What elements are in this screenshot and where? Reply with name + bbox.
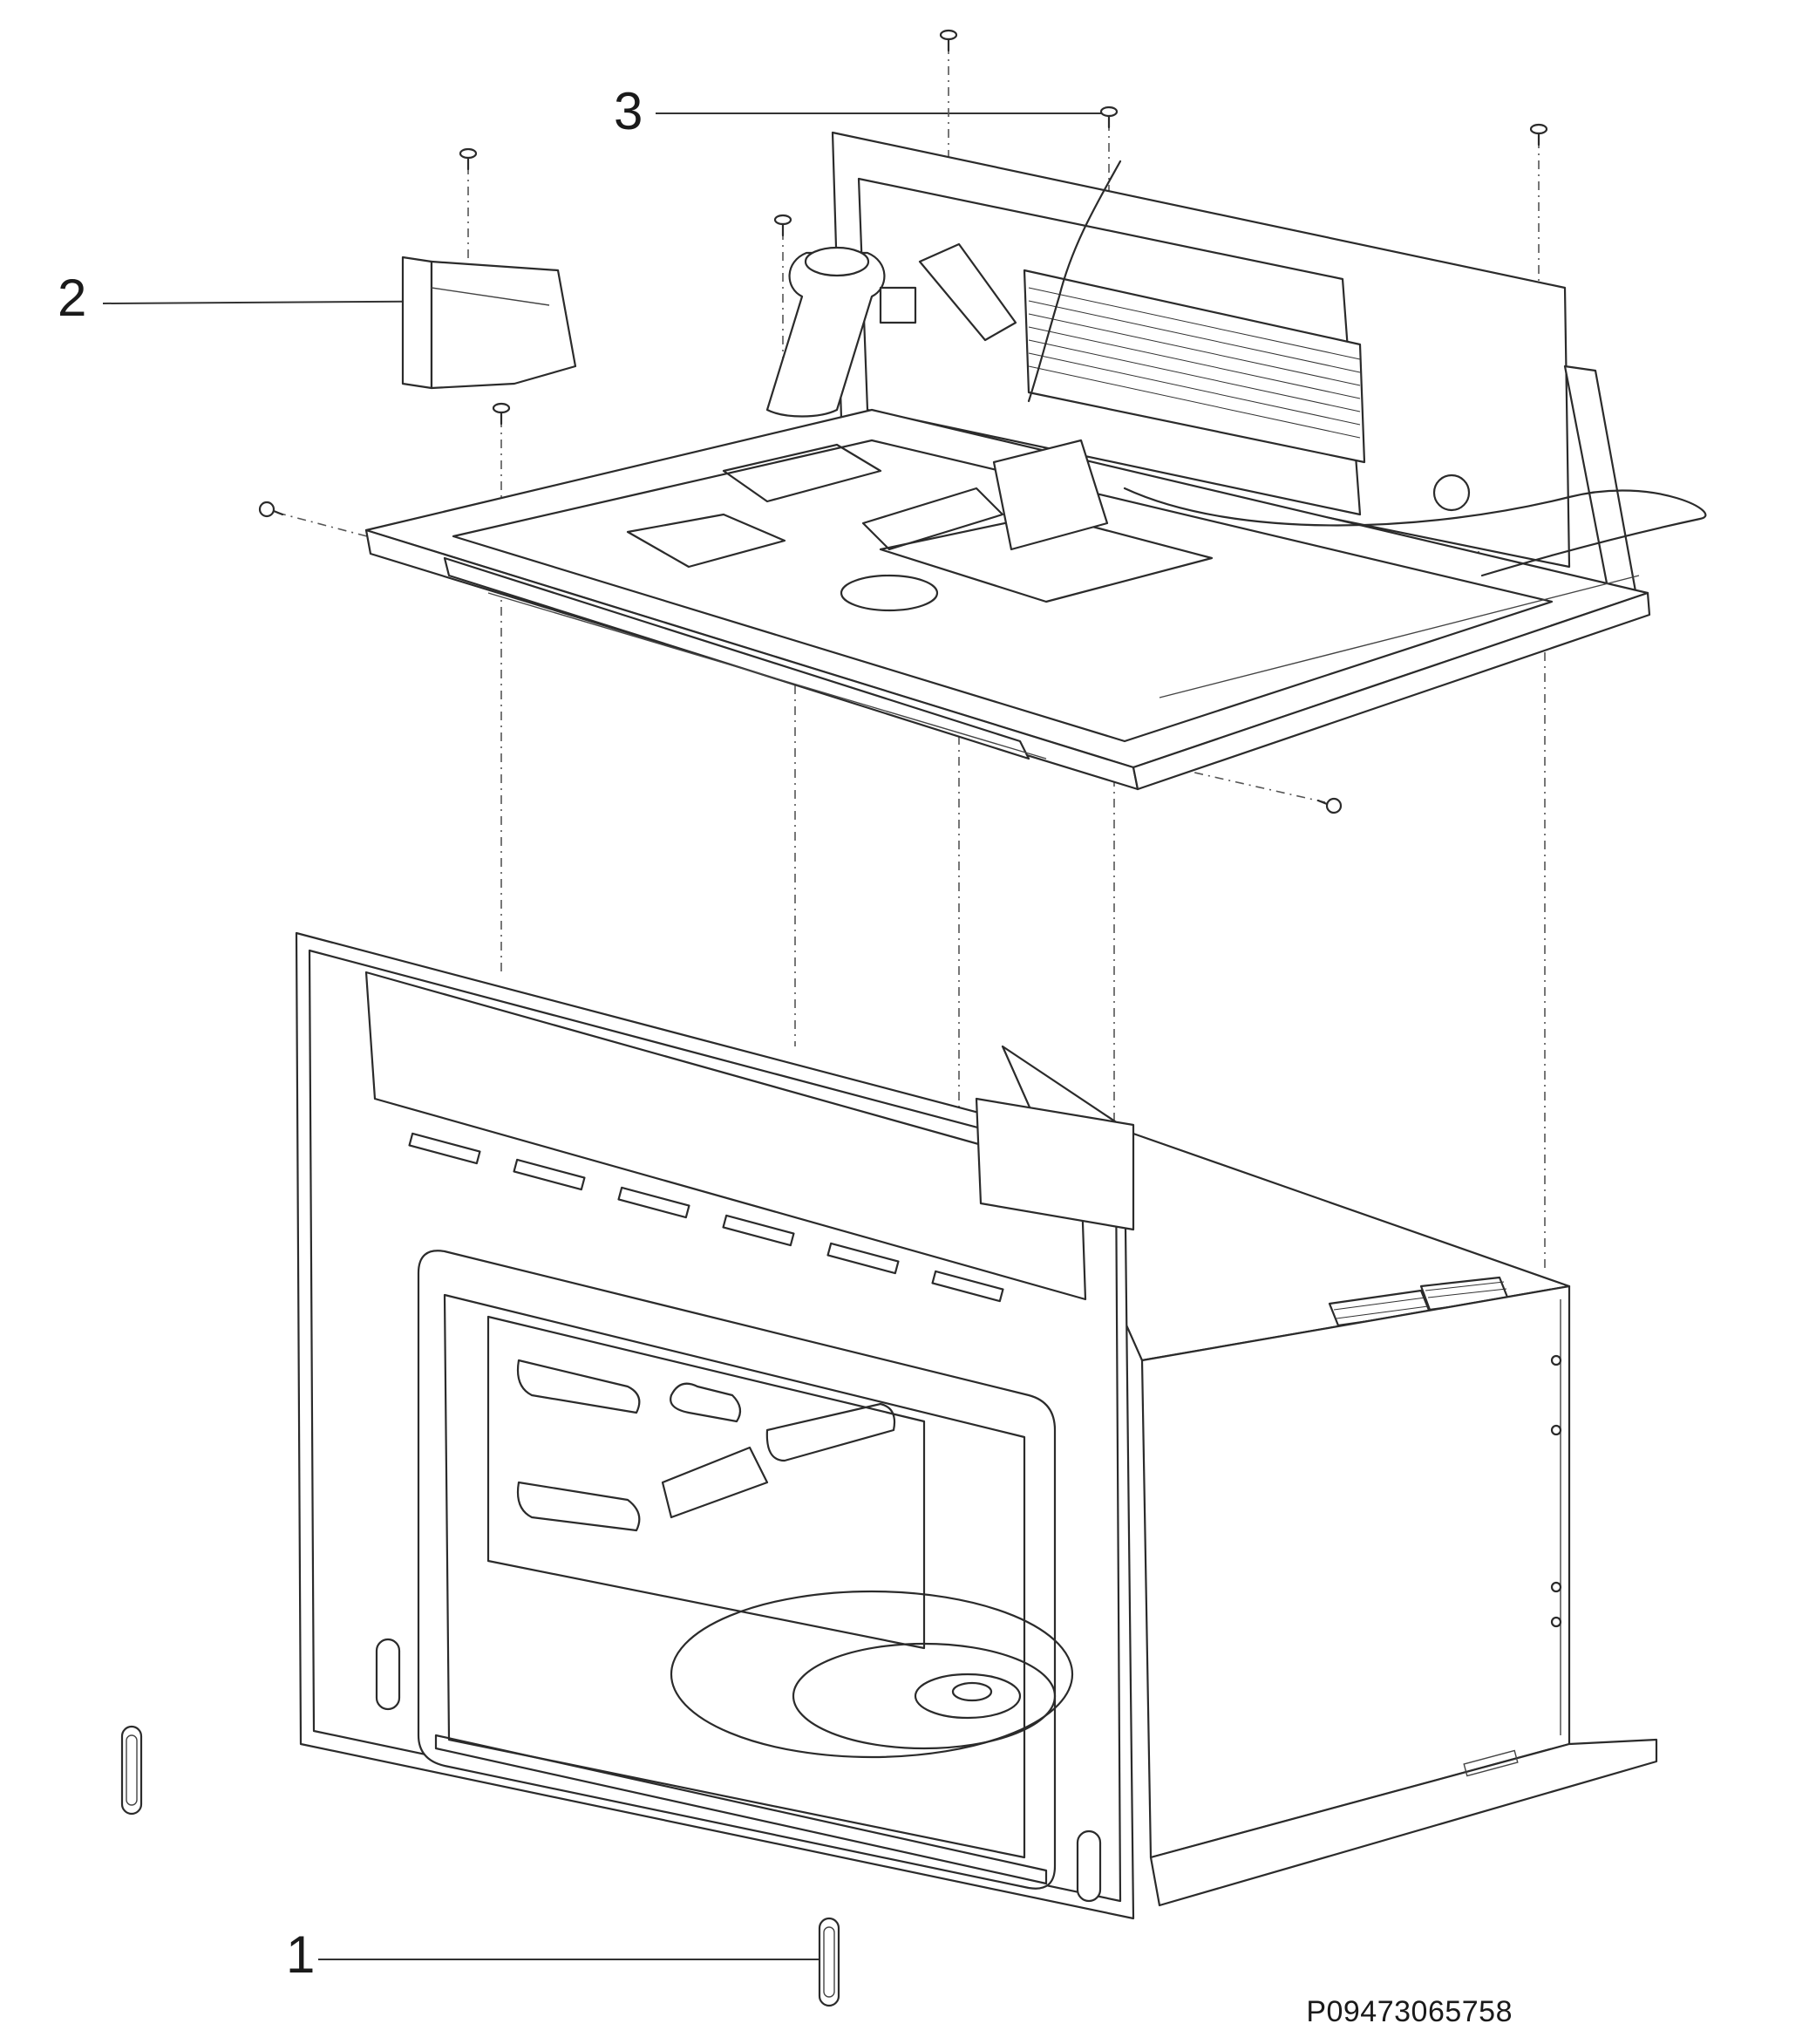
hinge-slot-left [375, 1638, 401, 1711]
oven-body [295, 931, 1658, 1920]
magnetron-component [765, 242, 1017, 418]
callout-3: 3 [614, 82, 643, 140]
callout-2: 2 [58, 269, 87, 327]
callout-1: 1 [286, 1925, 316, 1984]
hinge-slot-right [1076, 1829, 1102, 1903]
side-bracket-part-2 [401, 256, 577, 390]
cavity-embossing [516, 1359, 896, 1532]
upper-frame-assembly [364, 131, 1707, 791]
turntable [670, 1590, 1074, 1759]
grommet-part-1 [120, 1725, 840, 2007]
drawing-code: P09473065758 [1306, 1995, 1513, 2028]
